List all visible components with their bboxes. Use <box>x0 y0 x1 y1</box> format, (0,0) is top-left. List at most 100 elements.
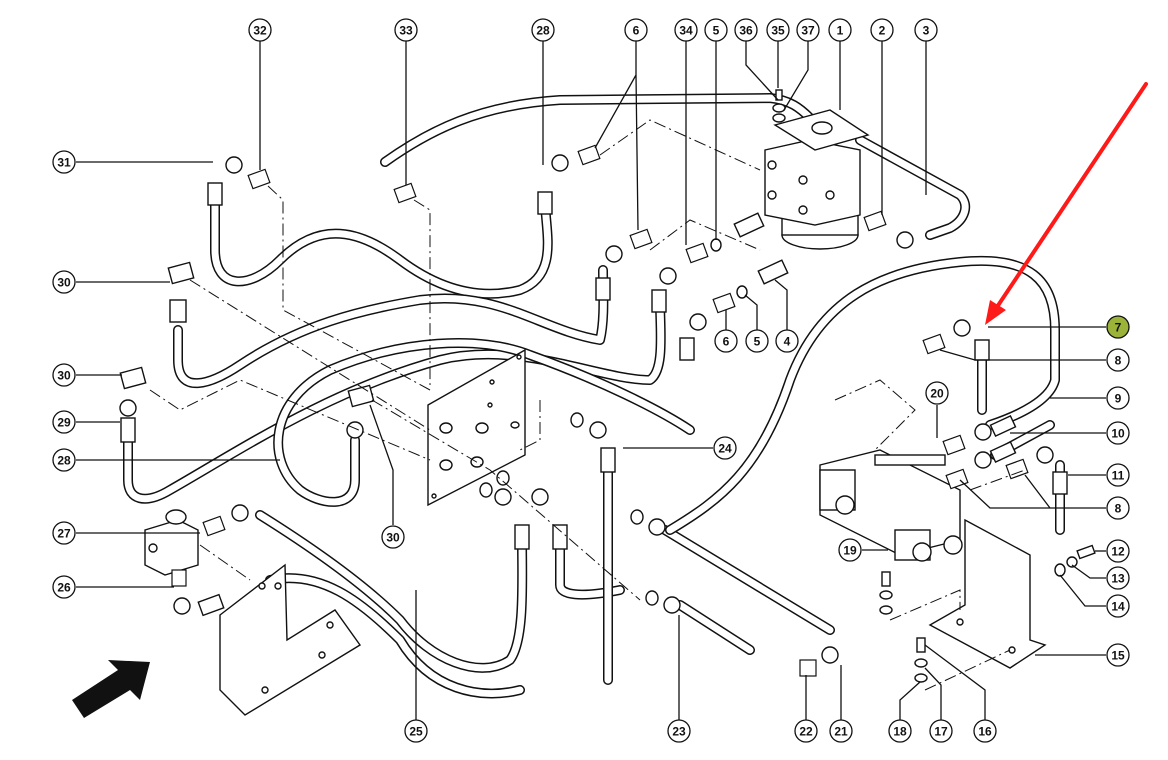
callout-6a: 6 <box>624 18 648 42</box>
callout-circle <box>1106 421 1130 445</box>
assembly-dash-lines <box>149 119 1026 691</box>
callout-label: 33 <box>399 24 413 38</box>
callout-circle <box>796 18 820 42</box>
callout-13: 13 <box>1106 566 1130 590</box>
callout-circle <box>766 18 790 42</box>
callout-label: 1 <box>837 24 844 38</box>
callout-23: 23 <box>667 719 691 743</box>
callout-label: 13 <box>1111 572 1125 586</box>
callout-36: 36 <box>734 18 758 42</box>
callout-32: 32 <box>248 18 272 42</box>
callout-circle <box>674 18 698 42</box>
callout-label: 37 <box>801 24 815 38</box>
callout-26: 26 <box>52 575 76 599</box>
callout-1: 1 <box>828 18 852 42</box>
callout-30a: 30 <box>52 270 76 294</box>
callout-label: 8 <box>1115 502 1122 516</box>
callout-circle <box>973 719 997 743</box>
callout-label: 26 <box>57 581 71 595</box>
callout-label: 7 <box>1115 321 1122 335</box>
callout-label: 19 <box>843 544 857 558</box>
callout-circle <box>745 329 769 353</box>
callout-circle <box>531 18 555 42</box>
bracket-15 <box>928 518 1047 669</box>
callout-28a: 28 <box>531 18 555 42</box>
callout-label: 9 <box>1115 392 1122 406</box>
callout-circle <box>1106 496 1130 520</box>
callout-label: 10 <box>1111 427 1125 441</box>
callout-24: 24 <box>713 436 737 460</box>
callout-circle <box>52 150 76 174</box>
callout-circle <box>394 18 418 42</box>
callout-label: 22 <box>799 725 813 739</box>
callout-label: 15 <box>1111 649 1125 663</box>
callout-12: 12 <box>1106 539 1130 563</box>
callout-10: 10 <box>1106 421 1130 445</box>
callout-31: 31 <box>52 150 76 174</box>
callout-33: 33 <box>394 18 418 42</box>
callout-label: 8 <box>1115 354 1122 368</box>
callout-label: 6 <box>633 24 640 38</box>
red-pointer-arrow-icon <box>985 82 1148 325</box>
callout-circle <box>828 18 852 42</box>
callout-label: 6 <box>723 335 730 349</box>
callout-circle <box>914 18 938 42</box>
callout-label: 12 <box>1111 545 1125 559</box>
callout-20: 20 <box>925 381 949 405</box>
callout-circle <box>624 18 648 42</box>
callout-25: 25 <box>404 719 428 743</box>
callout-28b: 28 <box>52 448 76 472</box>
callout-19: 19 <box>838 538 862 562</box>
callout-label: 24 <box>718 442 732 456</box>
callout-label: 28 <box>57 454 71 468</box>
callout-label: 11 <box>1112 469 1125 483</box>
callout-label: 27 <box>57 527 71 541</box>
callout-label: 30 <box>57 276 71 290</box>
callout-label: 14 <box>1111 600 1125 614</box>
callout-label: 36 <box>739 24 753 38</box>
callout-circle <box>704 18 728 42</box>
callout-6b: 6 <box>714 329 738 353</box>
callout-circle <box>667 719 691 743</box>
callout-4: 4 <box>775 329 799 353</box>
callout-label: 29 <box>57 416 71 430</box>
callout-7: 7 <box>1106 315 1130 339</box>
callout-label: 34 <box>679 24 693 38</box>
callout-circle <box>1106 566 1130 590</box>
callout-8a: 8 <box>1106 348 1130 372</box>
callout-circle <box>52 410 76 434</box>
callout-label: 21 <box>834 725 848 739</box>
callout-circle <box>888 719 912 743</box>
callout-22: 22 <box>794 719 818 743</box>
callout-15: 15 <box>1106 643 1130 667</box>
callout-35: 35 <box>766 18 790 42</box>
callout-circle <box>52 448 76 472</box>
callout-circle <box>52 575 76 599</box>
callout-21: 21 <box>829 719 853 743</box>
callout-circle <box>52 363 76 387</box>
callout-label: 25 <box>409 725 423 739</box>
callout-9: 9 <box>1106 386 1130 410</box>
callout-circle <box>248 18 272 42</box>
callout-circle <box>52 270 76 294</box>
callout-circle <box>404 719 428 743</box>
callout-3: 3 <box>914 18 938 42</box>
callout-circle <box>1106 643 1130 667</box>
callout-circle <box>794 719 818 743</box>
callout-5b: 5 <box>745 329 769 353</box>
valve-block <box>819 449 963 562</box>
callout-18: 18 <box>888 719 912 743</box>
callout-8b: 8 <box>1106 496 1130 520</box>
callout-17: 17 <box>929 719 953 743</box>
callout-circle <box>734 18 758 42</box>
callout-label: 35 <box>771 24 785 38</box>
callout-circle <box>713 436 737 460</box>
leader-lines <box>76 41 1106 720</box>
direction-arrow-icon <box>72 660 150 718</box>
callout-label: 16 <box>978 725 992 739</box>
callout-circle <box>1106 348 1130 372</box>
callout-circle <box>829 719 853 743</box>
callout-2: 2 <box>870 18 894 42</box>
callout-11: 11 <box>1106 463 1130 487</box>
